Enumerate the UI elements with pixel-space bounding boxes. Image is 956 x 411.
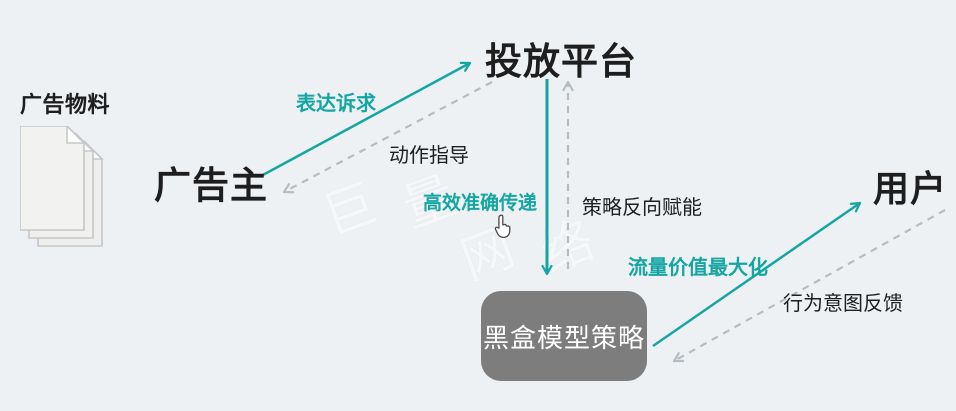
edge-label-traffic-value: 流量价值最大化 (628, 257, 768, 279)
edge-label-efficient-delivery: 高效准确传递 (423, 193, 538, 214)
node-label-delivery-platform: 投放平台 (485, 41, 637, 82)
edge-label-strategy-empowerment: 策略反向赋能 (582, 197, 702, 219)
arrow-behavior-feedback (672, 209, 946, 363)
documents-stack-icon (20, 126, 104, 247)
hand-cursor-icon (494, 214, 511, 239)
node-label-advertiser: 广告主 (154, 165, 268, 206)
edge-label-behavior-feedback: 行为意图反馈 (783, 293, 903, 315)
node-label-user: 用户 (873, 168, 948, 209)
edge-label-action-guidance: 动作指导 (389, 145, 469, 167)
edge-label-express-demand: 表达诉求 (296, 93, 376, 115)
arrow-traffic-value (652, 201, 862, 348)
node-label-ad-materials: 广告物料 (20, 92, 111, 117)
node-blackbox-model-strategy: 黑盒模型策略 (481, 291, 647, 381)
arrow-express-demand (260, 61, 472, 178)
arrow-action-guidance (282, 81, 493, 194)
blackbox-label: 黑盒模型策略 (482, 322, 645, 353)
